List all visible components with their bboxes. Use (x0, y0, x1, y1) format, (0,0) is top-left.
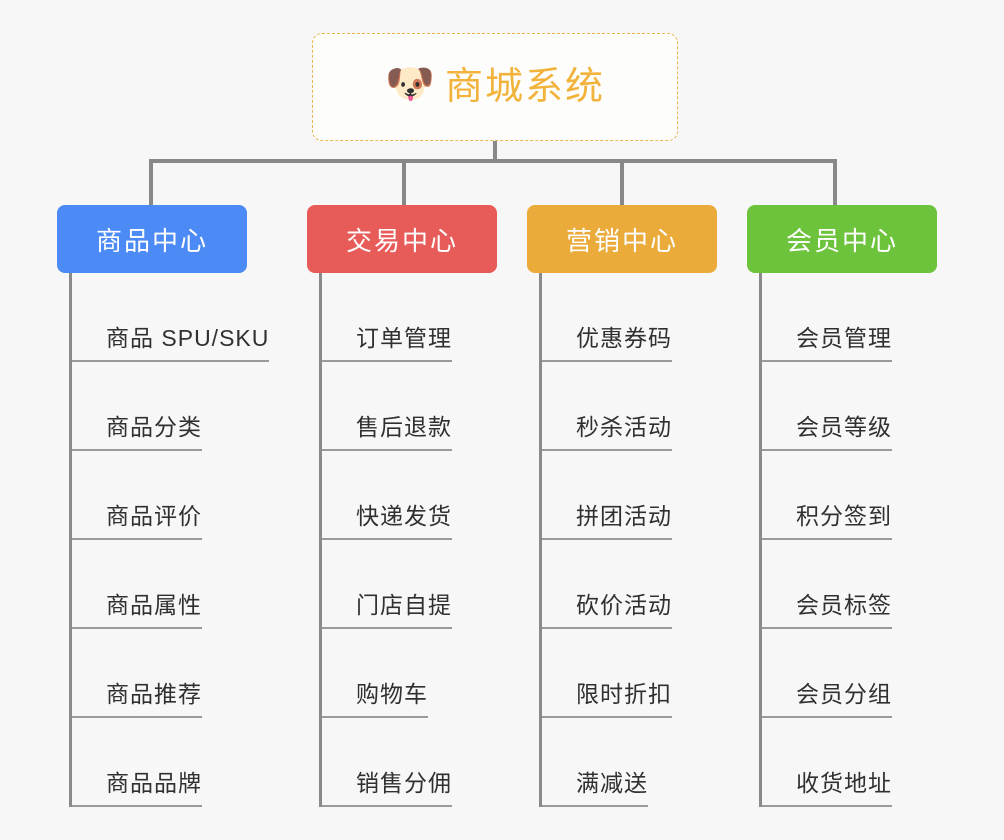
leaf-item[interactable]: 限时折扣 (542, 629, 717, 718)
leaf-item-label: 售后退款 (356, 416, 452, 451)
leaf-item[interactable]: 满减送 (542, 718, 717, 807)
column-header-label: 交易中心 (345, 225, 458, 256)
leaf-item-label: 砍价活动 (576, 594, 672, 629)
leaf-list-product-center: 商品 SPU/SKU 商品分类商品评价商品属性商品推荐商品品牌 (69, 273, 270, 807)
leaf-item-label: 门店自提 (356, 594, 452, 629)
leaf-list-marketing-center: 优惠券码秒杀活动拼团活动砍价活动限时折扣满减送 (539, 273, 717, 807)
leaf-item[interactable]: 商品分类 (72, 362, 247, 451)
column-product-center: 商品中心商品 SPU/SKU 商品分类商品评价商品属性商品推荐商品品牌 (57, 205, 270, 807)
column-member-center: 会员中心会员管理会员等级积分签到会员标签会员分组收货地址 (747, 205, 937, 807)
leaf-item[interactable]: 商品推荐 (72, 629, 247, 718)
leaf-item-label: 满减送 (576, 772, 648, 807)
column-header-label: 营销中心 (565, 225, 678, 256)
leaf-item-label: 订单管理 (356, 327, 452, 362)
root-node-label: 商城系统 (444, 66, 605, 108)
leaf-item-label: 商品品牌 (106, 772, 202, 807)
leaf-item[interactable]: 门店自提 (322, 540, 497, 629)
root-node[interactable]: 🐶 商城系统 (312, 33, 678, 141)
leaf-item[interactable]: 商品 SPU/SKU (72, 273, 270, 362)
leaf-item[interactable]: 会员标签 (762, 540, 937, 629)
connector-drop-member-center (833, 159, 837, 207)
leaf-item[interactable]: 商品品牌 (72, 718, 247, 807)
column-trade-center: 交易中心订单管理售后退款快递发货门店自提购物车销售分佣 (307, 205, 497, 807)
column-header-member-center[interactable]: 会员中心 (747, 205, 937, 273)
leaf-item-label: 会员分组 (796, 683, 892, 718)
leaf-item[interactable]: 购物车 (322, 629, 497, 718)
leaf-item-label: 会员等级 (796, 416, 892, 451)
leaf-item[interactable]: 快递发货 (322, 451, 497, 540)
leaf-list-trade-center: 订单管理售后退款快递发货门店自提购物车销售分佣 (319, 273, 497, 807)
column-header-product-center[interactable]: 商品中心 (57, 205, 247, 273)
leaf-item-label: 购物车 (356, 683, 428, 718)
column-header-label: 商品中心 (95, 225, 208, 256)
leaf-list-member-center: 会员管理会员等级积分签到会员标签会员分组收货地址 (759, 273, 937, 807)
leaf-item-label: 快递发货 (356, 505, 452, 540)
leaf-item-label: 会员管理 (796, 327, 892, 362)
leaf-item-label: 商品评价 (106, 505, 202, 540)
leaf-item[interactable]: 商品评价 (72, 451, 247, 540)
connector-drop-product-center (149, 159, 153, 207)
column-header-label: 会员中心 (785, 225, 898, 256)
leaf-item-label: 商品推荐 (106, 683, 202, 718)
connector-horizontal-bar (149, 159, 837, 163)
leaf-item[interactable]: 优惠券码 (542, 273, 717, 362)
leaf-item[interactable]: 收货地址 (762, 718, 937, 807)
leaf-item[interactable]: 销售分佣 (322, 718, 497, 807)
leaf-item-label: 拼团活动 (576, 505, 672, 540)
leaf-item[interactable]: 积分签到 (762, 451, 937, 540)
leaf-item[interactable]: 会员管理 (762, 273, 937, 362)
connector-root-stem (493, 141, 497, 161)
leaf-item[interactable]: 售后退款 (322, 362, 497, 451)
leaf-item-label: 限时折扣 (576, 683, 672, 718)
leaf-item-label: 积分签到 (796, 505, 892, 540)
connector-drop-marketing-center (620, 159, 624, 207)
leaf-item-label: 秒杀活动 (576, 416, 672, 451)
column-header-marketing-center[interactable]: 营销中心 (527, 205, 717, 273)
leaf-item-label: 商品 SPU/SKU (106, 327, 270, 362)
leaf-item-label: 商品分类 (106, 416, 202, 451)
leaf-item-label: 优惠券码 (576, 327, 672, 362)
connector-drop-trade-center (402, 159, 406, 207)
leaf-item[interactable]: 会员分组 (762, 629, 937, 718)
leaf-item[interactable]: 商品属性 (72, 540, 247, 629)
leaf-item[interactable]: 订单管理 (322, 273, 497, 362)
leaf-item-label: 销售分佣 (356, 772, 452, 807)
leaf-item-label: 会员标签 (796, 594, 892, 629)
leaf-item[interactable]: 会员等级 (762, 362, 937, 451)
shiba-dog-face-icon: 🐶 (384, 62, 435, 106)
leaf-item-label: 商品属性 (106, 594, 202, 629)
column-header-trade-center[interactable]: 交易中心 (307, 205, 497, 273)
leaf-item-label: 收货地址 (796, 772, 892, 807)
column-marketing-center: 营销中心优惠券码秒杀活动拼团活动砍价活动限时折扣满减送 (527, 205, 717, 807)
leaf-item[interactable]: 秒杀活动 (542, 362, 717, 451)
leaf-item[interactable]: 拼团活动 (542, 451, 717, 540)
leaf-item[interactable]: 砍价活动 (542, 540, 717, 629)
